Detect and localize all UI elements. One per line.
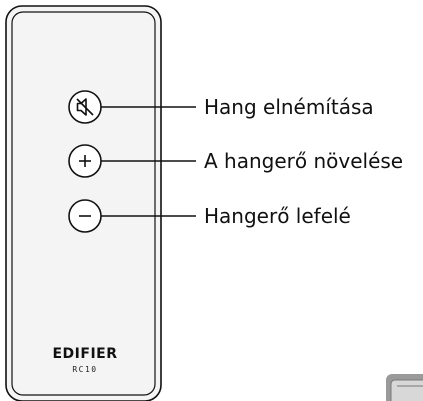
mute-label: Hang elnémítása (204, 95, 374, 119)
plus-icon (79, 155, 91, 167)
remote-body-inner (11, 11, 156, 396)
device-edge-icon (386, 374, 423, 401)
volume-up-button[interactable] (68, 144, 102, 178)
volume-down-label: Hangerő lefelé (204, 204, 351, 228)
mute-button[interactable] (68, 90, 102, 124)
brand-logo: EDIFIER (52, 346, 118, 362)
volume-up-label: A hangerő növelése (204, 149, 404, 173)
model-label: RC10 (72, 365, 98, 374)
mute-icon (76, 98, 94, 116)
volume-down-button[interactable] (68, 199, 102, 233)
